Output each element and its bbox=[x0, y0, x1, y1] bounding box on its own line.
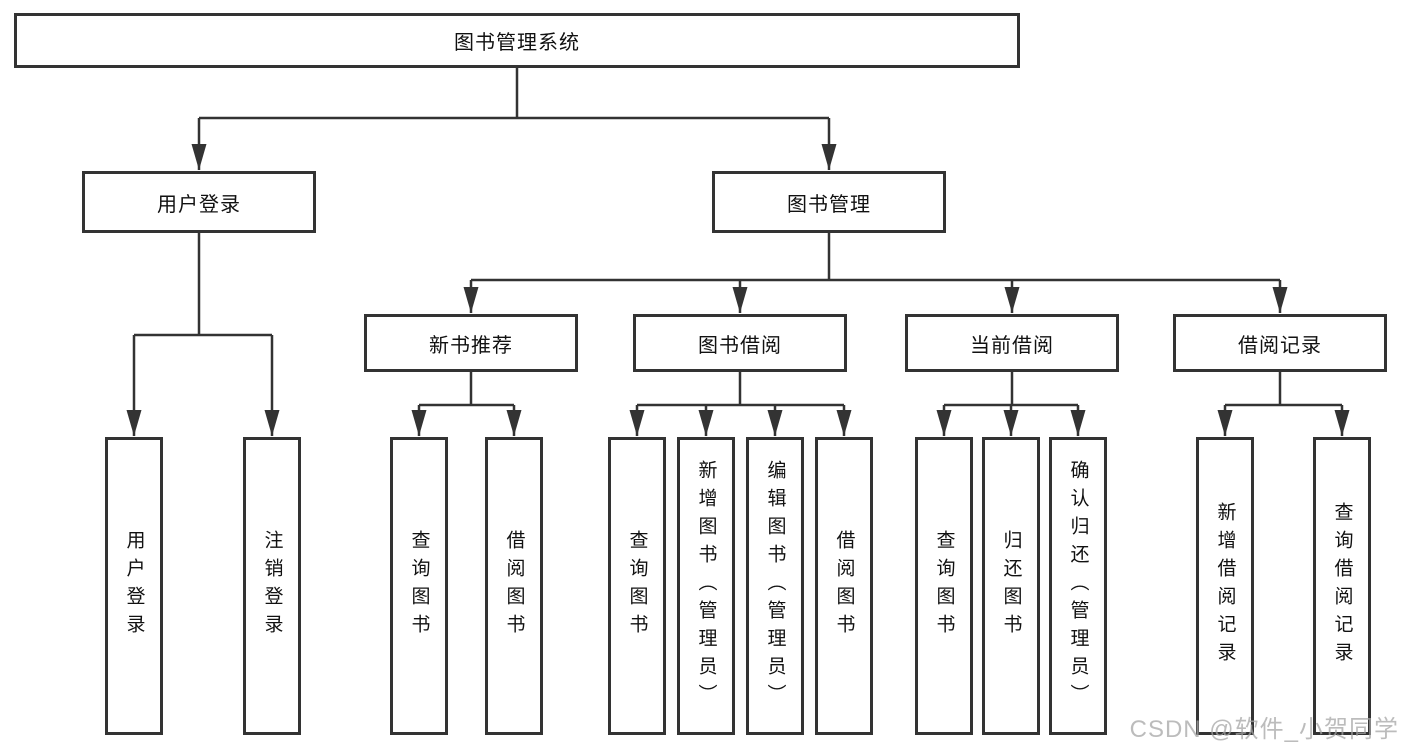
node-user-login: 用户登录 bbox=[82, 171, 316, 233]
leaf-query-books-current: 查询图书 bbox=[915, 437, 973, 735]
leaf-return-books: 归还图书 bbox=[982, 437, 1040, 735]
leaf-borrow-books: 借阅图书 bbox=[815, 437, 873, 735]
leaf-query-borrow-record: 查询借阅记录 bbox=[1313, 437, 1371, 735]
csdn-watermark: CSDN @软件_小贺同学 bbox=[1129, 716, 1399, 743]
leaf-query-books-recommend: 查询图书 bbox=[390, 437, 448, 735]
leaf-add-borrow-record: 新增借阅记录 bbox=[1196, 437, 1254, 735]
leaf-confirm-return-admin: 确认归还（管理员） bbox=[1049, 437, 1107, 735]
node-root-system: 图书管理系统 bbox=[14, 13, 1020, 68]
leaf-edit-books-admin: 编辑图书（管理员） bbox=[746, 437, 804, 735]
node-book-management: 图书管理 bbox=[712, 171, 946, 233]
leaf-logout: 注销登录 bbox=[243, 437, 301, 735]
node-current-borrow: 当前借阅 bbox=[905, 314, 1119, 372]
leaf-add-books-admin: 新增图书（管理员） bbox=[677, 437, 735, 735]
leaf-user-login: 用户登录 bbox=[105, 437, 163, 735]
node-book-borrow: 图书借阅 bbox=[633, 314, 847, 372]
node-new-book-recommend: 新书推荐 bbox=[364, 314, 578, 372]
leaf-query-books-borrow: 查询图书 bbox=[608, 437, 666, 735]
node-borrow-records: 借阅记录 bbox=[1173, 314, 1387, 372]
leaf-borrow-books-recommend: 借阅图书 bbox=[485, 437, 543, 735]
